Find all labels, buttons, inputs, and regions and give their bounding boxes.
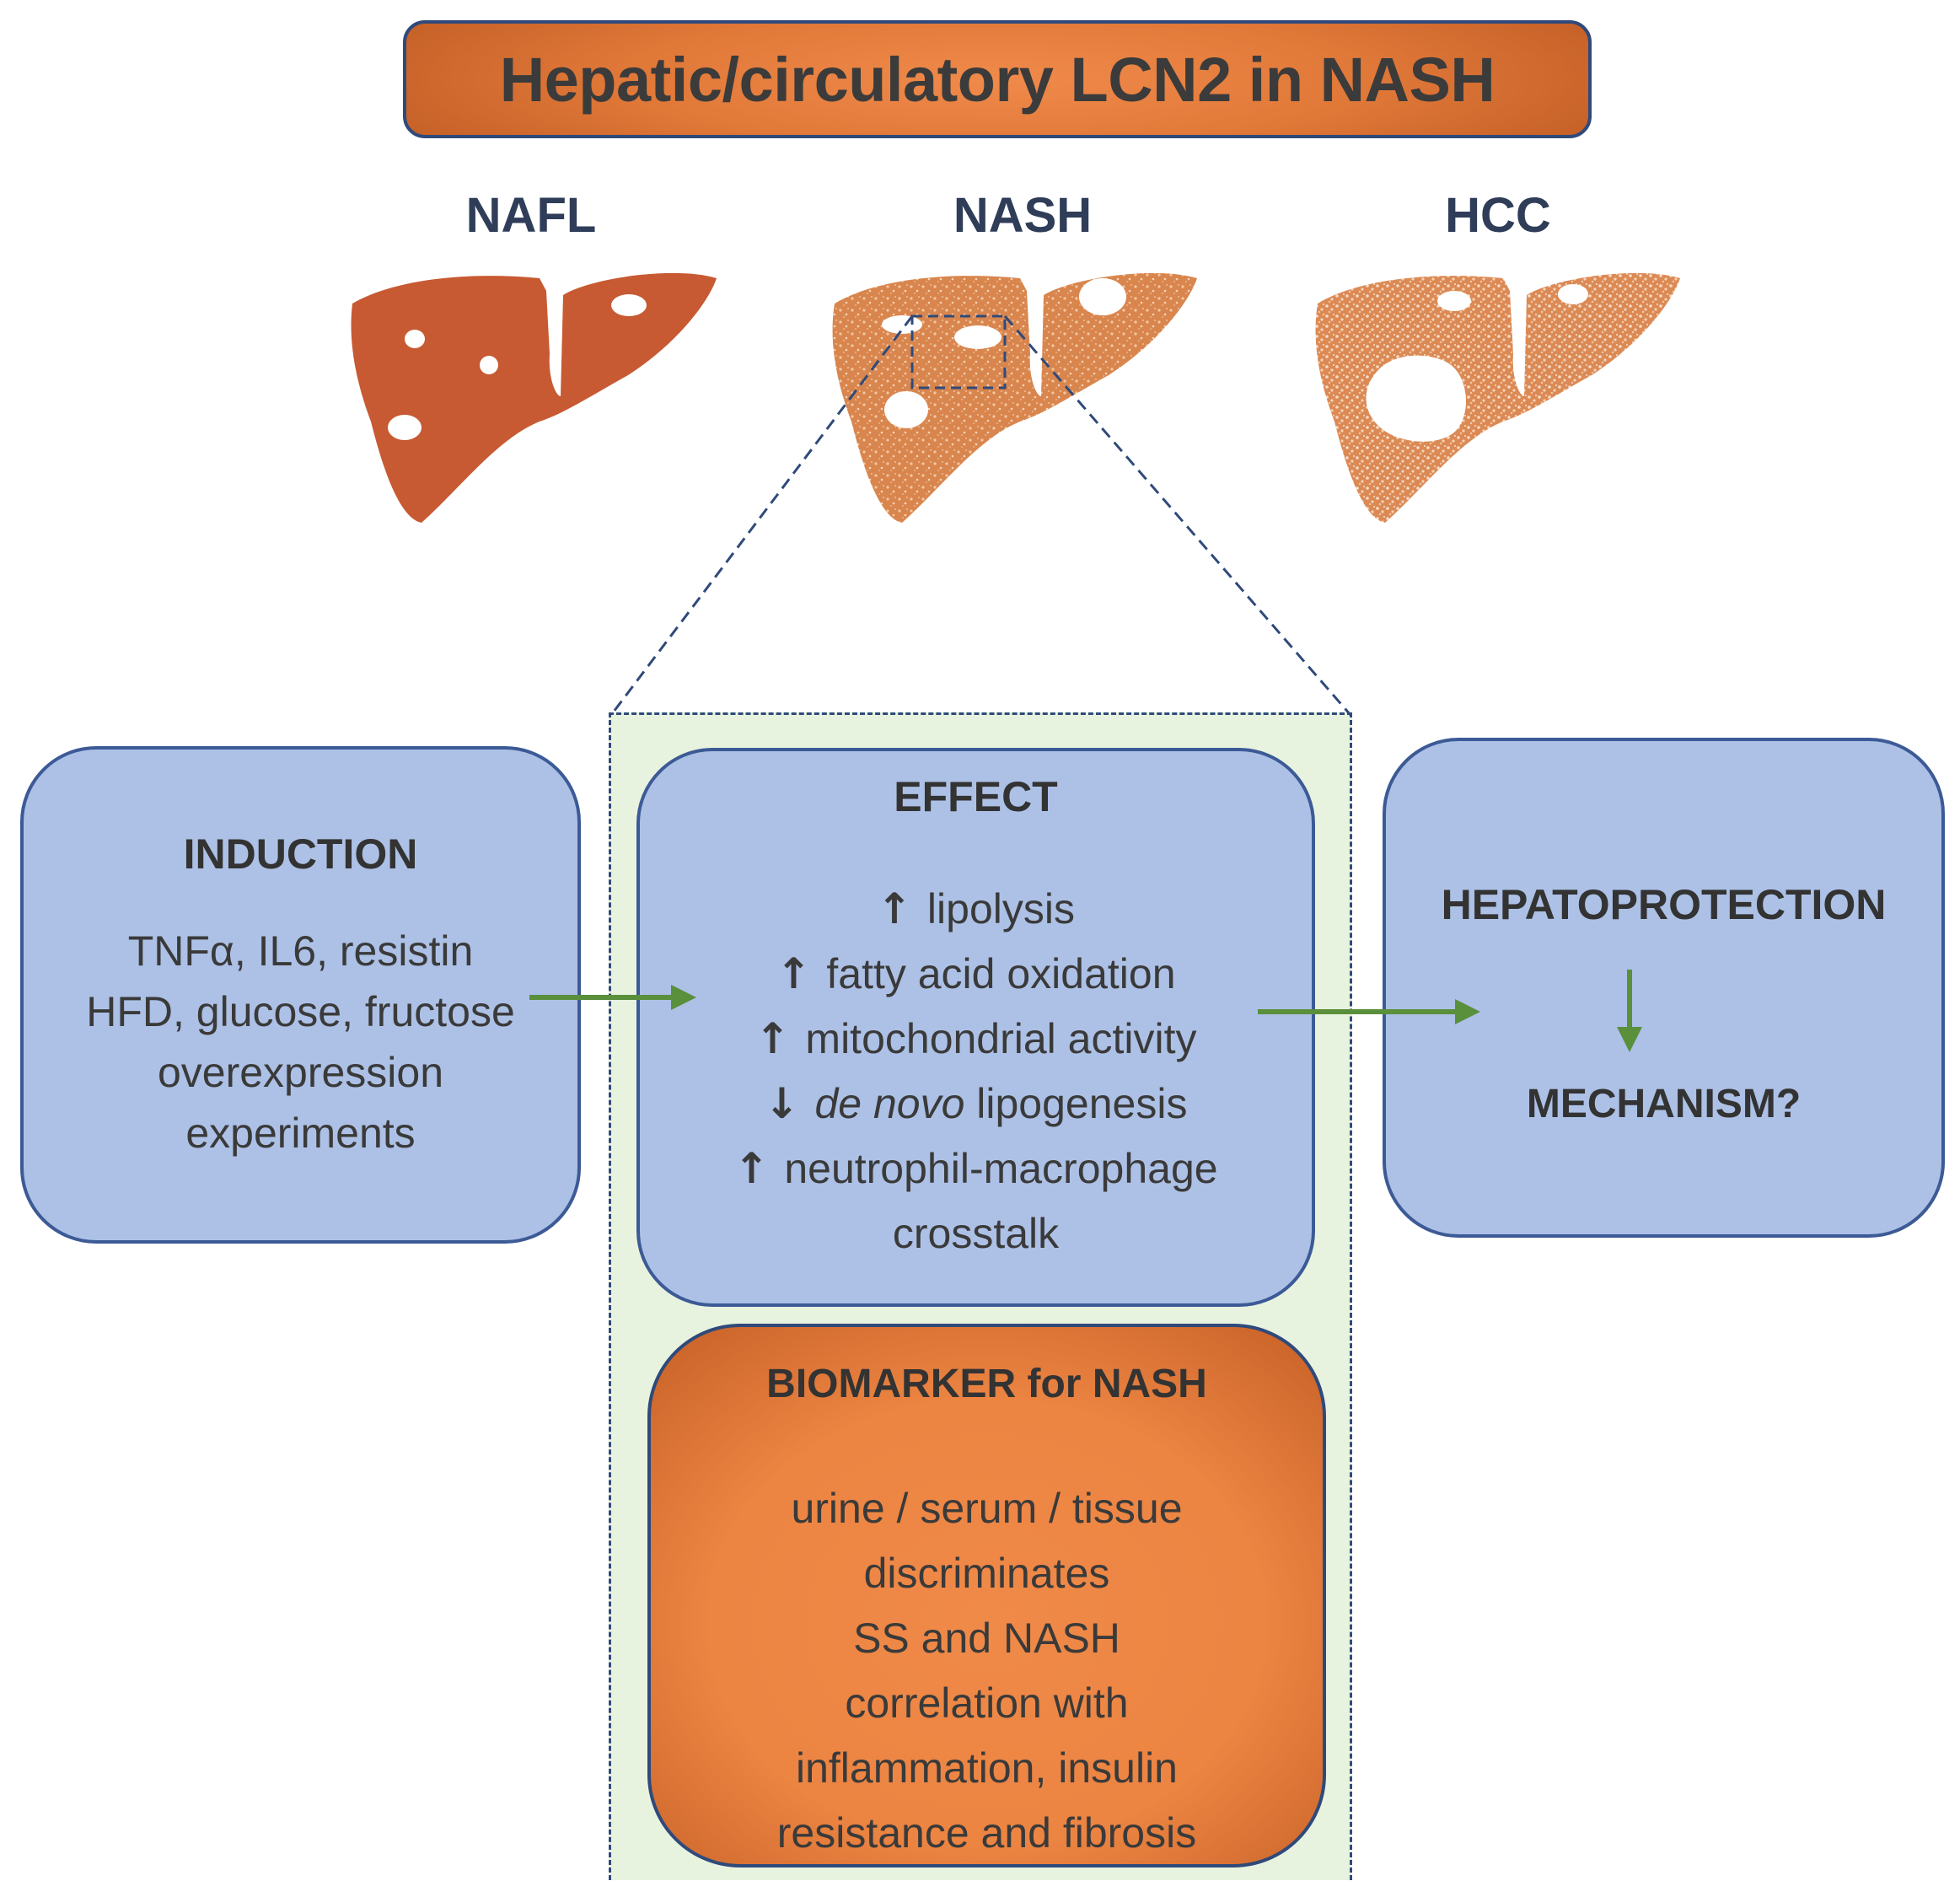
effect-item: crosstalk — [892, 1210, 1060, 1257]
biomarker-line: inflammation, insulin — [796, 1744, 1178, 1792]
up-arrow-icon: ↑ — [776, 949, 812, 998]
stage-label-nash: NASH — [953, 188, 1093, 243]
biomarker-box: BIOMARKER for NASH urine / serum / tissu… — [647, 1324, 1326, 1867]
up-arrow-icon: ↑ — [877, 884, 912, 933]
mechanism-label: MECHANISM? — [1526, 1082, 1802, 1126]
title-text: Hepatic/circulatory LCN2 in NASH — [499, 44, 1496, 115]
induction-line: TNFα, IL6, resistin — [127, 927, 474, 975]
induction-title: INDUCTION — [183, 830, 418, 878]
effect-list: ↑lipolysis ↑fatty acid oxidation ↑mitoch… — [640, 877, 1312, 1266]
biomarker-line: correlation with — [845, 1679, 1129, 1727]
down-arrow-icon: ↓ — [764, 1079, 800, 1128]
up-arrow-icon: ↑ — [733, 1144, 770, 1193]
biomarker-line: urine / serum / tissue — [791, 1485, 1183, 1532]
effect-box: EFFECT ↑lipolysis ↑fatty acid oxidation … — [636, 748, 1315, 1307]
liver-nafl — [351, 272, 717, 523]
effect-item: ↑mitochondrial activity — [754, 1014, 1197, 1063]
biomarker-line: SS and NASH — [853, 1615, 1120, 1662]
hepatoprotection-title: HEPATOPROTECTION — [1441, 881, 1887, 928]
induction-line: experiments — [185, 1110, 416, 1157]
title-banner: Hepatic/circulatory LCN2 in NASH — [403, 20, 1592, 138]
stage-label-nafl: NAFL — [465, 188, 597, 243]
biomarker-list: urine / serum / tissue discriminates SS … — [651, 1476, 1323, 1866]
liver-hcc — [1315, 272, 1680, 523]
zoom-line-left — [609, 315, 914, 716]
effect-item: ↑lipolysis — [877, 884, 1075, 933]
induction-list: TNFα, IL6, resistin HFD, glucose, fructo… — [24, 921, 577, 1163]
hepatoprotection-box: HEPATOPROTECTION MECHANISM? — [1383, 738, 1945, 1238]
effect-title: EFFECT — [894, 773, 1058, 820]
induction-line: HFD, glucose, fructose — [86, 988, 515, 1035]
up-arrow-icon: ↑ — [754, 1014, 791, 1063]
induction-box: INDUCTION TNFα, IL6, resistin HFD, gluco… — [20, 746, 581, 1244]
effect-item: ↑neutrophil-macrophage — [733, 1144, 1218, 1193]
effect-item: ↓de novo lipogenesis — [764, 1079, 1188, 1128]
zoom-line-right — [1003, 315, 1352, 716]
biomarker-line: discriminates — [863, 1550, 1110, 1597]
induction-line: overexpression — [157, 1049, 444, 1096]
biomarker-line: resistance and fibrosis — [776, 1809, 1197, 1857]
liver-nash — [832, 272, 1197, 523]
biomarker-title: BIOMARKER for NASH — [766, 1362, 1207, 1406]
effect-item: ↑fatty acid oxidation — [776, 949, 1176, 998]
stage-label-hcc: HCC — [1445, 188, 1551, 243]
